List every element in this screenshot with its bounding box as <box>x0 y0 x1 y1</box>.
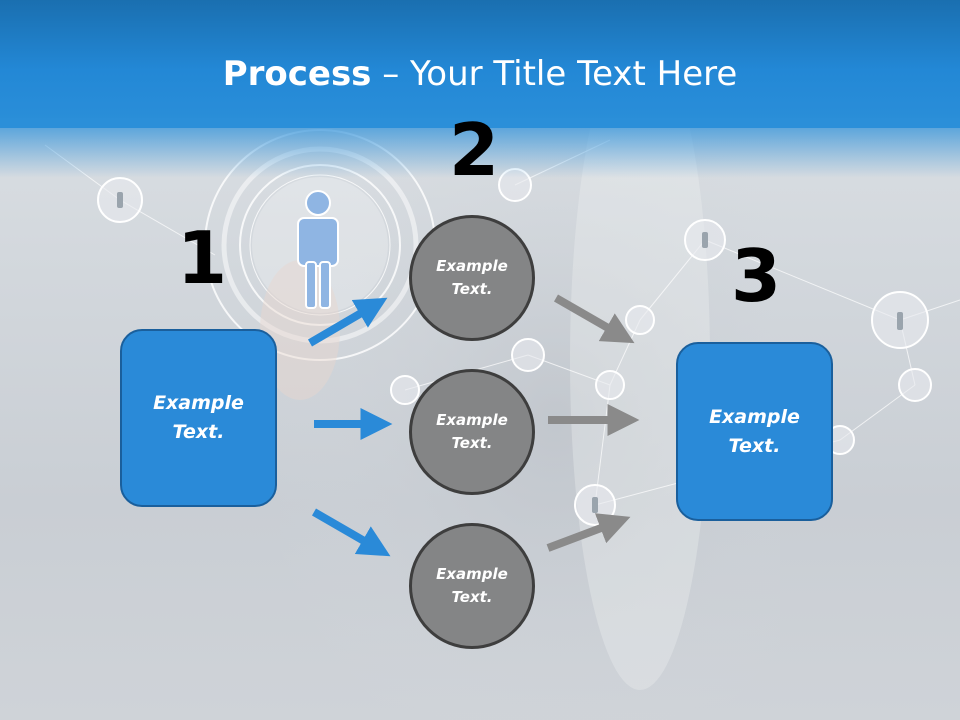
step-number-1: 1 <box>177 216 228 300</box>
arrow-up-blue <box>307 297 388 347</box>
arrow-down-blue <box>311 508 391 557</box>
step-3-box: Example Text. <box>676 342 833 521</box>
step-1-label: Example Text. <box>153 392 244 443</box>
arrow-up-gray <box>546 513 631 552</box>
step-1-box: Example Text. <box>120 329 277 507</box>
middle-circle-1-label: Example Text. <box>436 257 508 298</box>
gray-arrows <box>546 294 640 552</box>
blue-arrows <box>307 297 393 557</box>
title-bar <box>0 0 960 128</box>
title-bar-fade <box>0 118 960 178</box>
slide-title-bold: Process <box>222 54 372 94</box>
step-number-3: 3 <box>731 234 782 318</box>
arrow-down-gray <box>554 294 635 344</box>
middle-circle-1: Example Text. <box>409 215 535 341</box>
middle-circle-2-label: Example Text. <box>436 411 508 452</box>
middle-circle-3: Example Text. <box>409 523 535 649</box>
middle-circle-2: Example Text. <box>409 369 535 495</box>
step-3-label: Example Text. <box>709 405 800 457</box>
step-number-2: 2 <box>449 108 500 192</box>
middle-circle-3-label: Example Text. <box>436 565 508 606</box>
slide-title-rest: – Your Title Text Here <box>371 54 738 94</box>
slide-title: Process – Your Title Text Here <box>0 52 960 96</box>
